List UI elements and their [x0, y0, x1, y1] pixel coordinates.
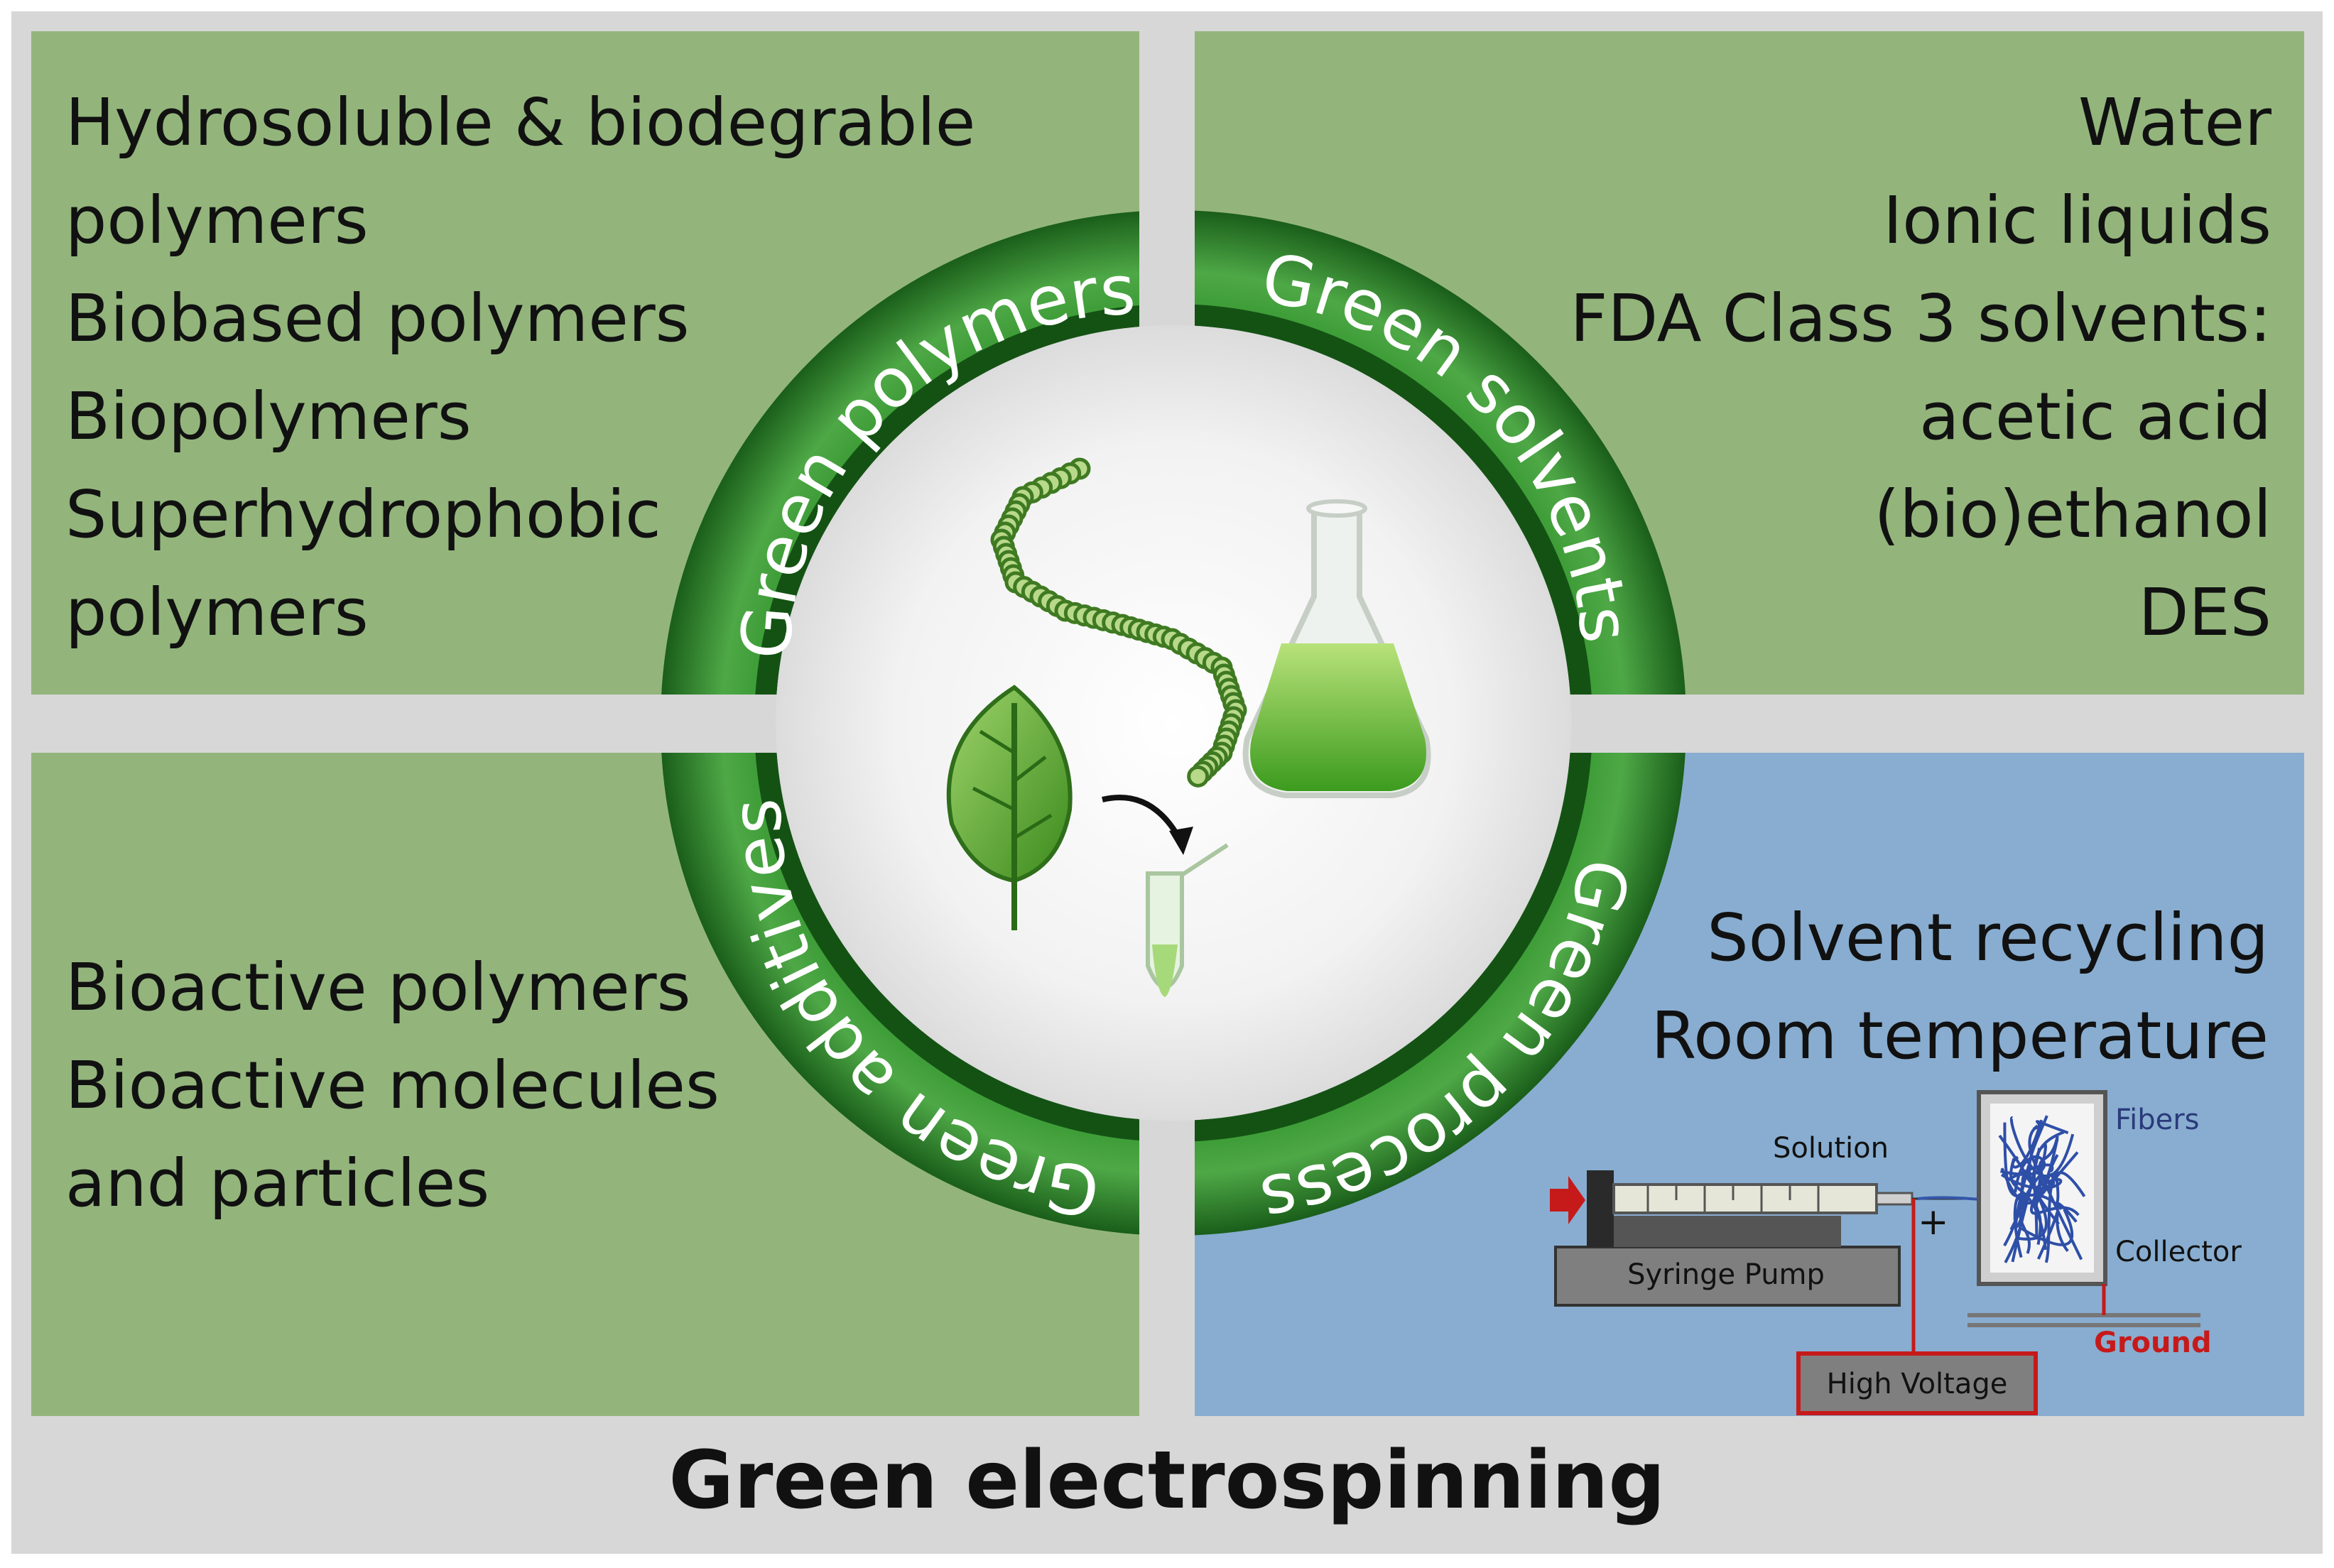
center-disc-overlay	[776, 325, 1571, 1121]
list-item: Room temperature	[1651, 998, 2269, 1074]
list-item: acetic acid	[1919, 379, 2271, 454]
pump-stage	[1614, 1216, 1841, 1247]
fibers-mesh	[1998, 1115, 2086, 1263]
fibers-label: Fibers	[2115, 1104, 2200, 1136]
list-item: FDA Class 3 solvents:	[1570, 281, 2271, 356]
plus-label: +	[1918, 1201, 1949, 1243]
list-item: Hydrosoluble & biodegrable	[65, 85, 976, 160]
list-item: Bioactive molecules	[65, 1047, 720, 1123]
leaf-icon	[946, 685, 1073, 930]
syringe-pump-label: Syringe Pump	[1627, 1258, 1825, 1291]
test-tube-icon	[1146, 843, 1229, 997]
syringe-tip	[1875, 1192, 1914, 1206]
list-item: DES	[2138, 575, 2271, 650]
high-voltage-label: High Voltage	[1827, 1368, 2008, 1400]
high-voltage-box	[1796, 1351, 2038, 1415]
list-item: Superhydrophobic	[65, 477, 661, 552]
erlenmeyer-flask-icon	[1242, 499, 1431, 798]
list-item: polymers	[65, 575, 369, 650]
electrospinning-apparatus: Solution Fibers Collector Syringe Pump G…	[1550, 1090, 2242, 1415]
arrow-icon	[1102, 795, 1193, 855]
solution-label: Solution	[1773, 1132, 1889, 1165]
list-item: Biopolymers	[65, 379, 472, 454]
list-item: Ionic liquids	[1883, 183, 2271, 258]
green-polymers-list: Hydrosoluble & biodegrable polymers Biob…	[65, 74, 975, 662]
figure-title: Green electrospinning	[668, 1434, 1666, 1527]
list-item: Water	[2078, 85, 2271, 160]
ground-label: Ground	[2094, 1327, 2212, 1359]
push-arrow-icon	[1550, 1176, 1585, 1224]
green-additives-list: Bioactive polymers Bioactive molecules a…	[65, 939, 720, 1233]
polymer-chain-icon	[990, 457, 1247, 788]
list-item: and particles	[65, 1145, 490, 1221]
list-item: Solvent recycling	[1707, 900, 2269, 976]
syringe-body	[1612, 1183, 1878, 1214]
collector-label: Collector	[2115, 1236, 2242, 1268]
list-item: polymers	[65, 183, 369, 258]
green-process-list: Solvent recycling Room temperature	[1651, 889, 2269, 1085]
list-item: Biobased polymers	[65, 281, 690, 356]
green-solvents-list: Water Ionic liquids FDA Class 3 solvents…	[1570, 74, 2271, 662]
syringe-plunger-block	[1587, 1170, 1614, 1247]
list-item: (bio)ethanol	[1874, 477, 2271, 552]
list-item: Bioactive polymers	[65, 949, 691, 1025]
